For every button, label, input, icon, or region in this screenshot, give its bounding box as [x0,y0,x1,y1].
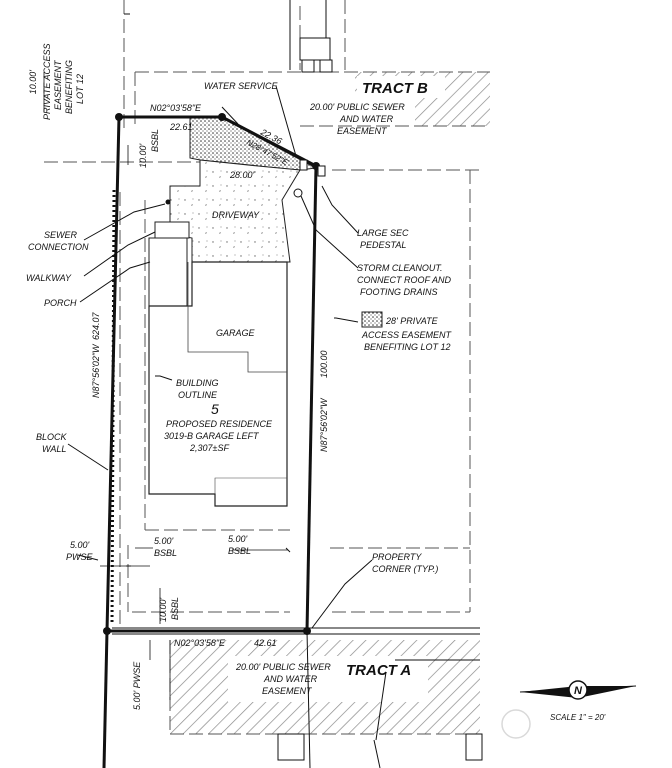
svg-text:PRIVATE ACCESS: PRIVATE ACCESS [42,43,52,120]
svg-text:5.00': 5.00' [154,536,174,546]
svg-text:10.00': 10.00' [138,143,148,168]
storm-cleanout-symbol [293,188,303,198]
svg-text:AND WATER: AND WATER [339,114,394,124]
dimension-lines [43,72,288,700]
svg-text:DRIVEWAY: DRIVEWAY [212,210,260,220]
svg-text:CONNECT ROOF AND: CONNECT ROOF AND [357,275,452,285]
svg-text:BUILDING: BUILDING [176,378,219,388]
svg-text:SEWER: SEWER [44,230,78,240]
utility-boxes [277,37,483,761]
svg-text:5: 5 [211,401,219,417]
sewer-easement-top-mask [303,98,415,144]
svg-text:PEDESTAL: PEDESTAL [360,240,406,250]
svg-text:5.00': 5.00' [228,534,248,544]
svg-text:PORCH: PORCH [44,298,77,308]
svg-text:STORM CLEANOUT.: STORM CLEANOUT. [357,263,443,273]
svg-text:TRACT A: TRACT A [346,662,411,679]
svg-text:N87°56'02"W: N87°56'02"W [319,397,329,452]
svg-text:3019-B GARAGE LEFT: 3019-B GARAGE LEFT [164,431,260,441]
easement-dashed-lines [44,0,490,735]
svg-text:28' PRIVATE: 28' PRIVATE [385,316,439,326]
tract-a-label-mask [228,656,428,702]
property-boundary [102,115,318,768]
building-outline [148,261,288,507]
svg-text:PROPOSED RESIDENCE: PROPOSED RESIDENCE [166,419,273,429]
tract-b-label-mask [357,76,445,98]
svg-text:28.00': 28.00' [229,170,255,180]
svg-text:624.07: 624.07 [91,311,101,340]
svg-text:OUTLINE: OUTLINE [178,390,218,400]
svg-text:EASEMENT: EASEMENT [53,59,63,110]
svg-text:10.00': 10.00' [28,70,38,95]
svg-text:42.61: 42.61 [254,638,277,648]
svg-text:N: N [574,685,583,697]
property-line-ext [306,630,311,768]
legend-easement-swatch [361,311,383,328]
svg-text:BSBL: BSBL [154,548,177,558]
svg-text:5.00': 5.00' [70,540,90,550]
svg-text:PWSE: PWSE [66,552,94,562]
svg-text:WALKWAY: WALKWAY [26,273,72,283]
garage-wall-line [187,262,287,373]
svg-text:SCALE 1" = 20': SCALE 1" = 20' [550,713,606,722]
svg-text:WATER SERVICE: WATER SERVICE [204,81,279,91]
svg-text:GARAGE: GARAGE [216,328,256,338]
svg-text:2,307±SF: 2,307±SF [189,443,229,453]
dimension-ticks [126,547,291,567]
svg-text:FOOTING DRAINS: FOOTING DRAINS [360,287,438,297]
walkway-pad [154,221,190,239]
porch-pad [148,237,188,307]
svg-text:EASEMENT: EASEMENT [262,686,313,696]
svg-text:20.00' PUBLIC SEWER: 20.00' PUBLIC SEWER [235,662,331,672]
svg-text:BLOCK: BLOCK [36,432,68,442]
sewer-connection-symbol [165,199,171,205]
svg-text:BSBL: BSBL [170,597,180,620]
svg-text:CONNECTION: CONNECTION [28,242,89,252]
svg-text:AND WATER: AND WATER [263,674,318,684]
svg-text:LOT 12: LOT 12 [75,74,85,104]
svg-text:EASEMENT: EASEMENT [337,126,388,136]
svg-text:PROPERTY: PROPERTY [372,552,422,562]
svg-text:100.00: 100.00 [319,350,329,378]
svg-text:CORNER (TYP.): CORNER (TYP.) [372,564,438,574]
svg-text:BSBL: BSBL [228,546,251,556]
svg-text:22.61: 22.61 [169,122,193,132]
svg-text:5.00' PWSE: 5.00' PWSE [132,661,142,710]
property-corners [103,113,320,635]
svg-text:N02°03'58"E: N02°03'58"E [150,103,202,113]
svg-text:10.00': 10.00' [158,597,168,622]
watermark-circle [501,709,531,739]
svg-text:N02°03'58"E: N02°03'58"E [174,638,226,648]
interior-line [214,477,287,494]
svg-text:N87°56'02"W: N87°56'02"W [91,343,101,398]
svg-text:20.00' PUBLIC SEWER: 20.00' PUBLIC SEWER [309,102,405,112]
north-arrow-icon: N [519,680,637,700]
svg-text:ACCESS EASEMENT: ACCESS EASEMENT [361,330,453,340]
labels: 10.00' PRIVATE ACCESS EASEMENT BENEFITIN… [26,43,606,722]
svg-text:LARGE SEC: LARGE SEC [357,228,409,238]
svg-text:BSBL: BSBL [150,129,160,152]
svg-text:WALL: WALL [42,444,66,454]
svg-text:BENEFITING LOT 12: BENEFITING LOT 12 [364,342,451,352]
leader-lines [67,85,387,768]
svg-text:BENEFITING: BENEFITING [64,60,74,114]
svg-text:TRACT B: TRACT B [362,80,428,97]
